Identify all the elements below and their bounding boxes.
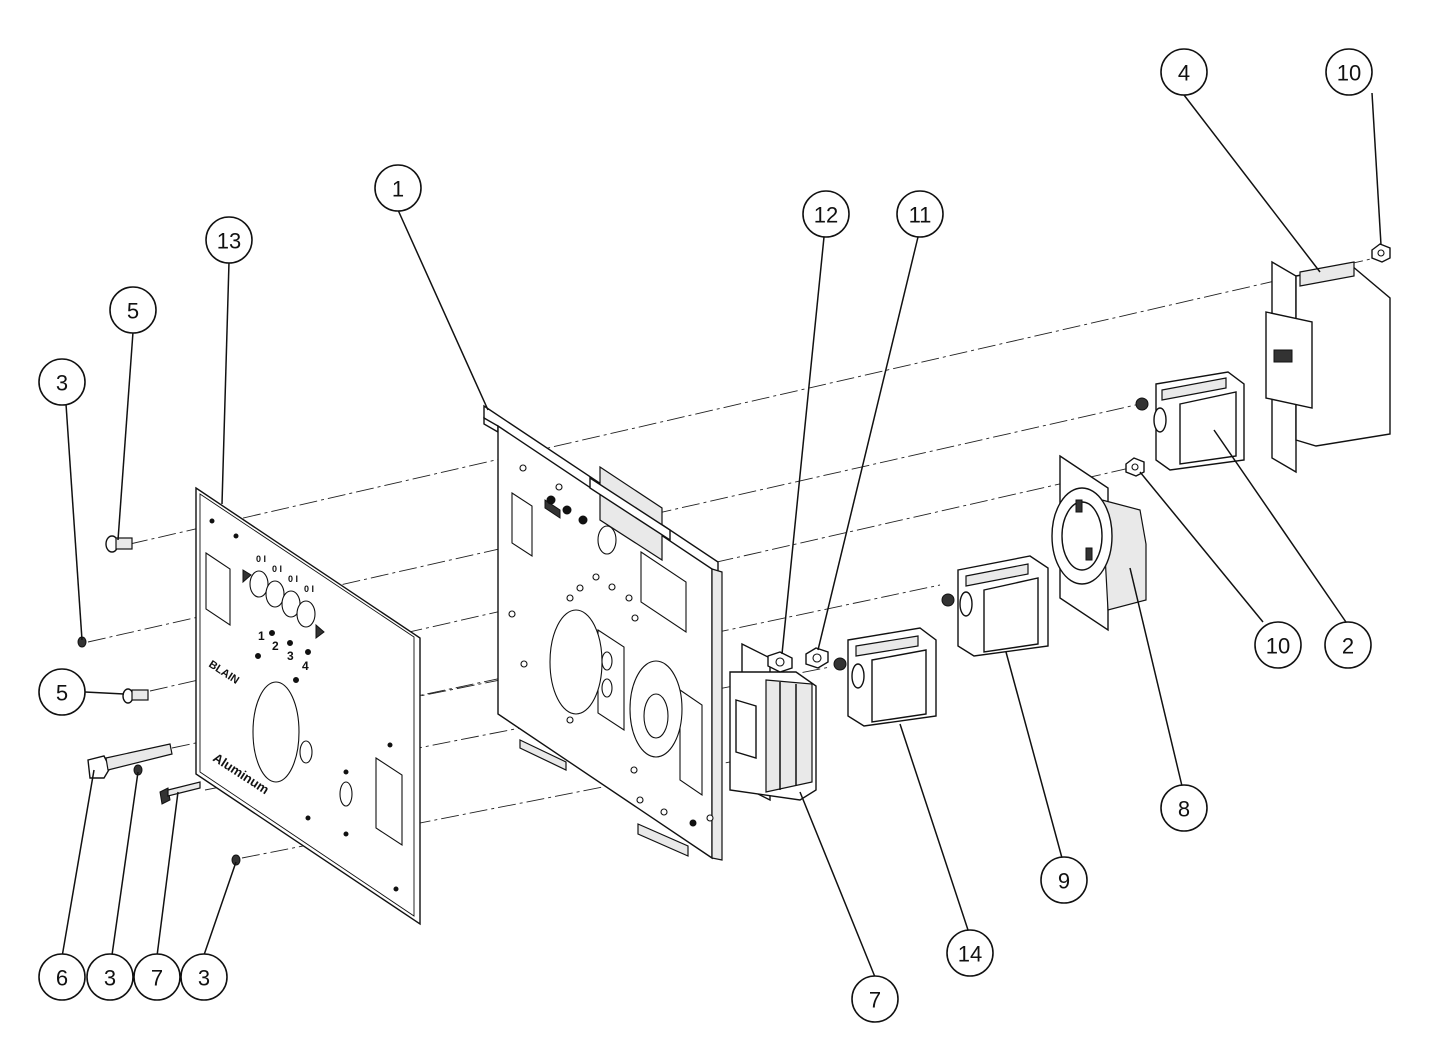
callout-3-left-label: 3 [56, 371, 68, 396]
callout-13-label: 13 [217, 229, 241, 254]
callout-9: 9 [1040, 856, 1088, 904]
callout-7-center-label: 7 [869, 988, 881, 1013]
callout-3-bottom-a-label: 3 [104, 966, 116, 991]
breaker-part-4 [1265, 260, 1391, 474]
faceplate-number-1: 1 [258, 629, 265, 643]
faceplate-number-3: 3 [287, 649, 294, 663]
callout-14-label: 14 [958, 942, 982, 967]
faceplate-switch-label-4: 0 I [304, 584, 314, 594]
callout-3-bottom-a: 3 [86, 953, 134, 1001]
callout-3-left: 3 [38, 358, 86, 406]
hardware [77, 243, 1391, 866]
callout-5-top: 5 [109, 286, 157, 334]
callout-4-label: 4 [1178, 61, 1190, 86]
callout-8-label: 8 [1178, 797, 1190, 822]
callout-6-label: 6 [56, 966, 68, 991]
callout-7-center: 7 [851, 975, 899, 1023]
callout-6: 6 [38, 953, 86, 1001]
callout-10-middle: 10 [1254, 621, 1302, 669]
callout-2-label: 2 [1342, 634, 1354, 659]
callout-1-label: 1 [392, 177, 404, 202]
faceplate-switch-label-3: 0 I [288, 574, 298, 584]
callouts: 1 2 3 3 3 4 5 5 6 7 7 8 9 10 10 11 12 13… [38, 48, 1373, 1023]
callout-5-top-label: 5 [127, 299, 139, 324]
breaker-part-14 [833, 627, 937, 727]
faceplate-number-4: 4 [302, 659, 309, 673]
callout-11: 11 [896, 190, 944, 238]
breaker-part-9 [941, 555, 1049, 657]
callout-14: 14 [946, 929, 994, 977]
callout-3-bottom-b-label: 3 [198, 966, 210, 991]
back-panel-part-1 [483, 404, 723, 861]
callout-12: 12 [802, 190, 850, 238]
receptacle-part-8 [1051, 454, 1147, 632]
callout-10-top: 10 [1325, 48, 1373, 96]
callout-9-label: 9 [1058, 869, 1070, 894]
callout-5-middle-label: 5 [56, 681, 68, 706]
faceplate-switch-label-2: 0 I [272, 564, 282, 574]
callout-3-bottom-b: 3 [180, 953, 228, 1001]
faceplate-part-13: BLAIN Aluminum 1 2 3 4 0 I 0 I 0 I 0 I [195, 486, 421, 926]
callout-12-label: 12 [814, 203, 838, 228]
breaker-part-2 [1135, 371, 1245, 471]
callout-1: 1 [374, 164, 422, 212]
receptacle-part-7 [729, 642, 817, 802]
callout-10-middle-label: 10 [1266, 634, 1290, 659]
callout-7-bottom-left-label: 7 [151, 966, 163, 991]
callout-10-top-label: 10 [1337, 61, 1361, 86]
faceplate-number-2: 2 [272, 639, 279, 653]
callout-2: 2 [1324, 621, 1372, 669]
callout-7-bottom-left: 7 [133, 953, 181, 1001]
leader-lines [61, 92, 1382, 978]
callout-13: 13 [205, 216, 253, 264]
callout-5-middle: 5 [38, 668, 86, 716]
callout-4: 4 [1160, 48, 1208, 96]
faceplate-switch-label-1: 0 I [256, 554, 266, 564]
callout-8: 8 [1160, 784, 1208, 832]
callout-11-label: 11 [909, 203, 932, 228]
